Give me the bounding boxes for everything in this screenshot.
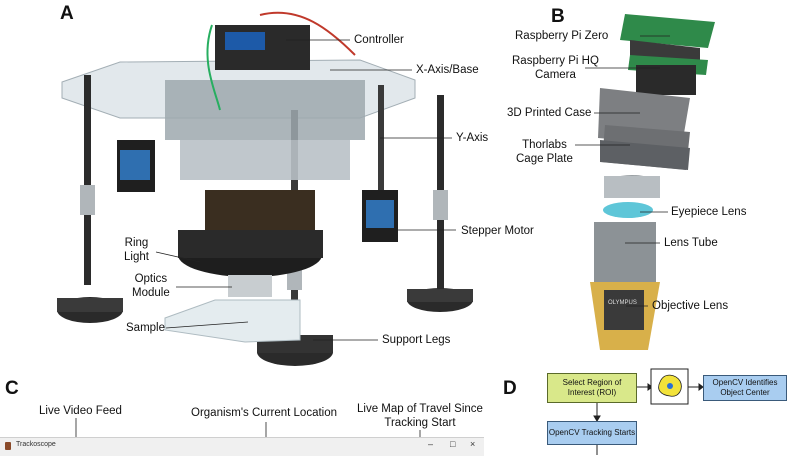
trackoscope-window: Trackoscope – □ ×	[0, 437, 484, 456]
callout-live-video-feed: Live Video Feed	[39, 405, 122, 417]
tracker-device-illustration	[57, 11, 473, 366]
panel-label-c: C	[5, 378, 19, 399]
callout-stepper-motor: Stepper Motor	[461, 225, 534, 237]
step-opencv-identifies: OpenCV Identifies Object Center	[703, 375, 787, 401]
callout-lens-tube: Lens Tube	[664, 237, 718, 249]
callout-support-legs: Support Legs	[382, 334, 451, 346]
step-tracking-starts: OpenCV Tracking Starts	[547, 421, 637, 445]
callout-thorlabs-cage-plate: Thorlabs Cage Plate	[516, 139, 573, 165]
app-feather-icon	[5, 442, 11, 450]
lens-brand-text: OLYMPUS	[608, 300, 637, 306]
callout-y-axis: Y-Axis	[456, 132, 489, 144]
callout-live-map-of-travel: Live Map of Travel Since Tracking Start	[357, 403, 483, 429]
callout-optics-module: Optics Module	[132, 273, 170, 299]
callout-eyepiece-lens: Eyepiece Lens	[671, 206, 747, 218]
callout-raspberry-pi-hq-camera: Raspberry Pi HQ Camera	[512, 55, 599, 81]
callout-x-axis-base: X-Axis/Base	[416, 64, 479, 76]
callout-objective-lens: Objective Lens	[652, 300, 729, 312]
flow-arrows-d	[593, 383, 704, 455]
step-select-roi: Select Region of Interest (ROI)	[547, 373, 637, 403]
panel-label-b: B	[551, 6, 565, 27]
panel-label-d: D	[503, 378, 517, 399]
window-title: Trackoscope	[16, 441, 56, 448]
close-button[interactable]: ×	[470, 439, 476, 449]
leader-lines-b	[575, 35, 670, 307]
callout-ring-light: Ring Light	[124, 237, 149, 263]
maximize-button[interactable]: □	[450, 439, 456, 449]
callout-sample: Sample	[126, 322, 165, 334]
panel-label-a: A	[60, 3, 74, 24]
leader-lines-a	[155, 39, 456, 341]
callout-organism-current-location: Organism's Current Location	[191, 407, 338, 419]
callout-raspberry-pi-zero: Raspberry Pi Zero	[515, 30, 609, 42]
callout-3d-printed-case: 3D Printed Case	[507, 107, 592, 119]
callout-controller: Controller	[354, 34, 404, 46]
object-center-icon	[650, 368, 689, 405]
optics-stack-illustration: OLYMPUS	[590, 14, 715, 350]
minimize-button[interactable]: –	[428, 439, 434, 449]
